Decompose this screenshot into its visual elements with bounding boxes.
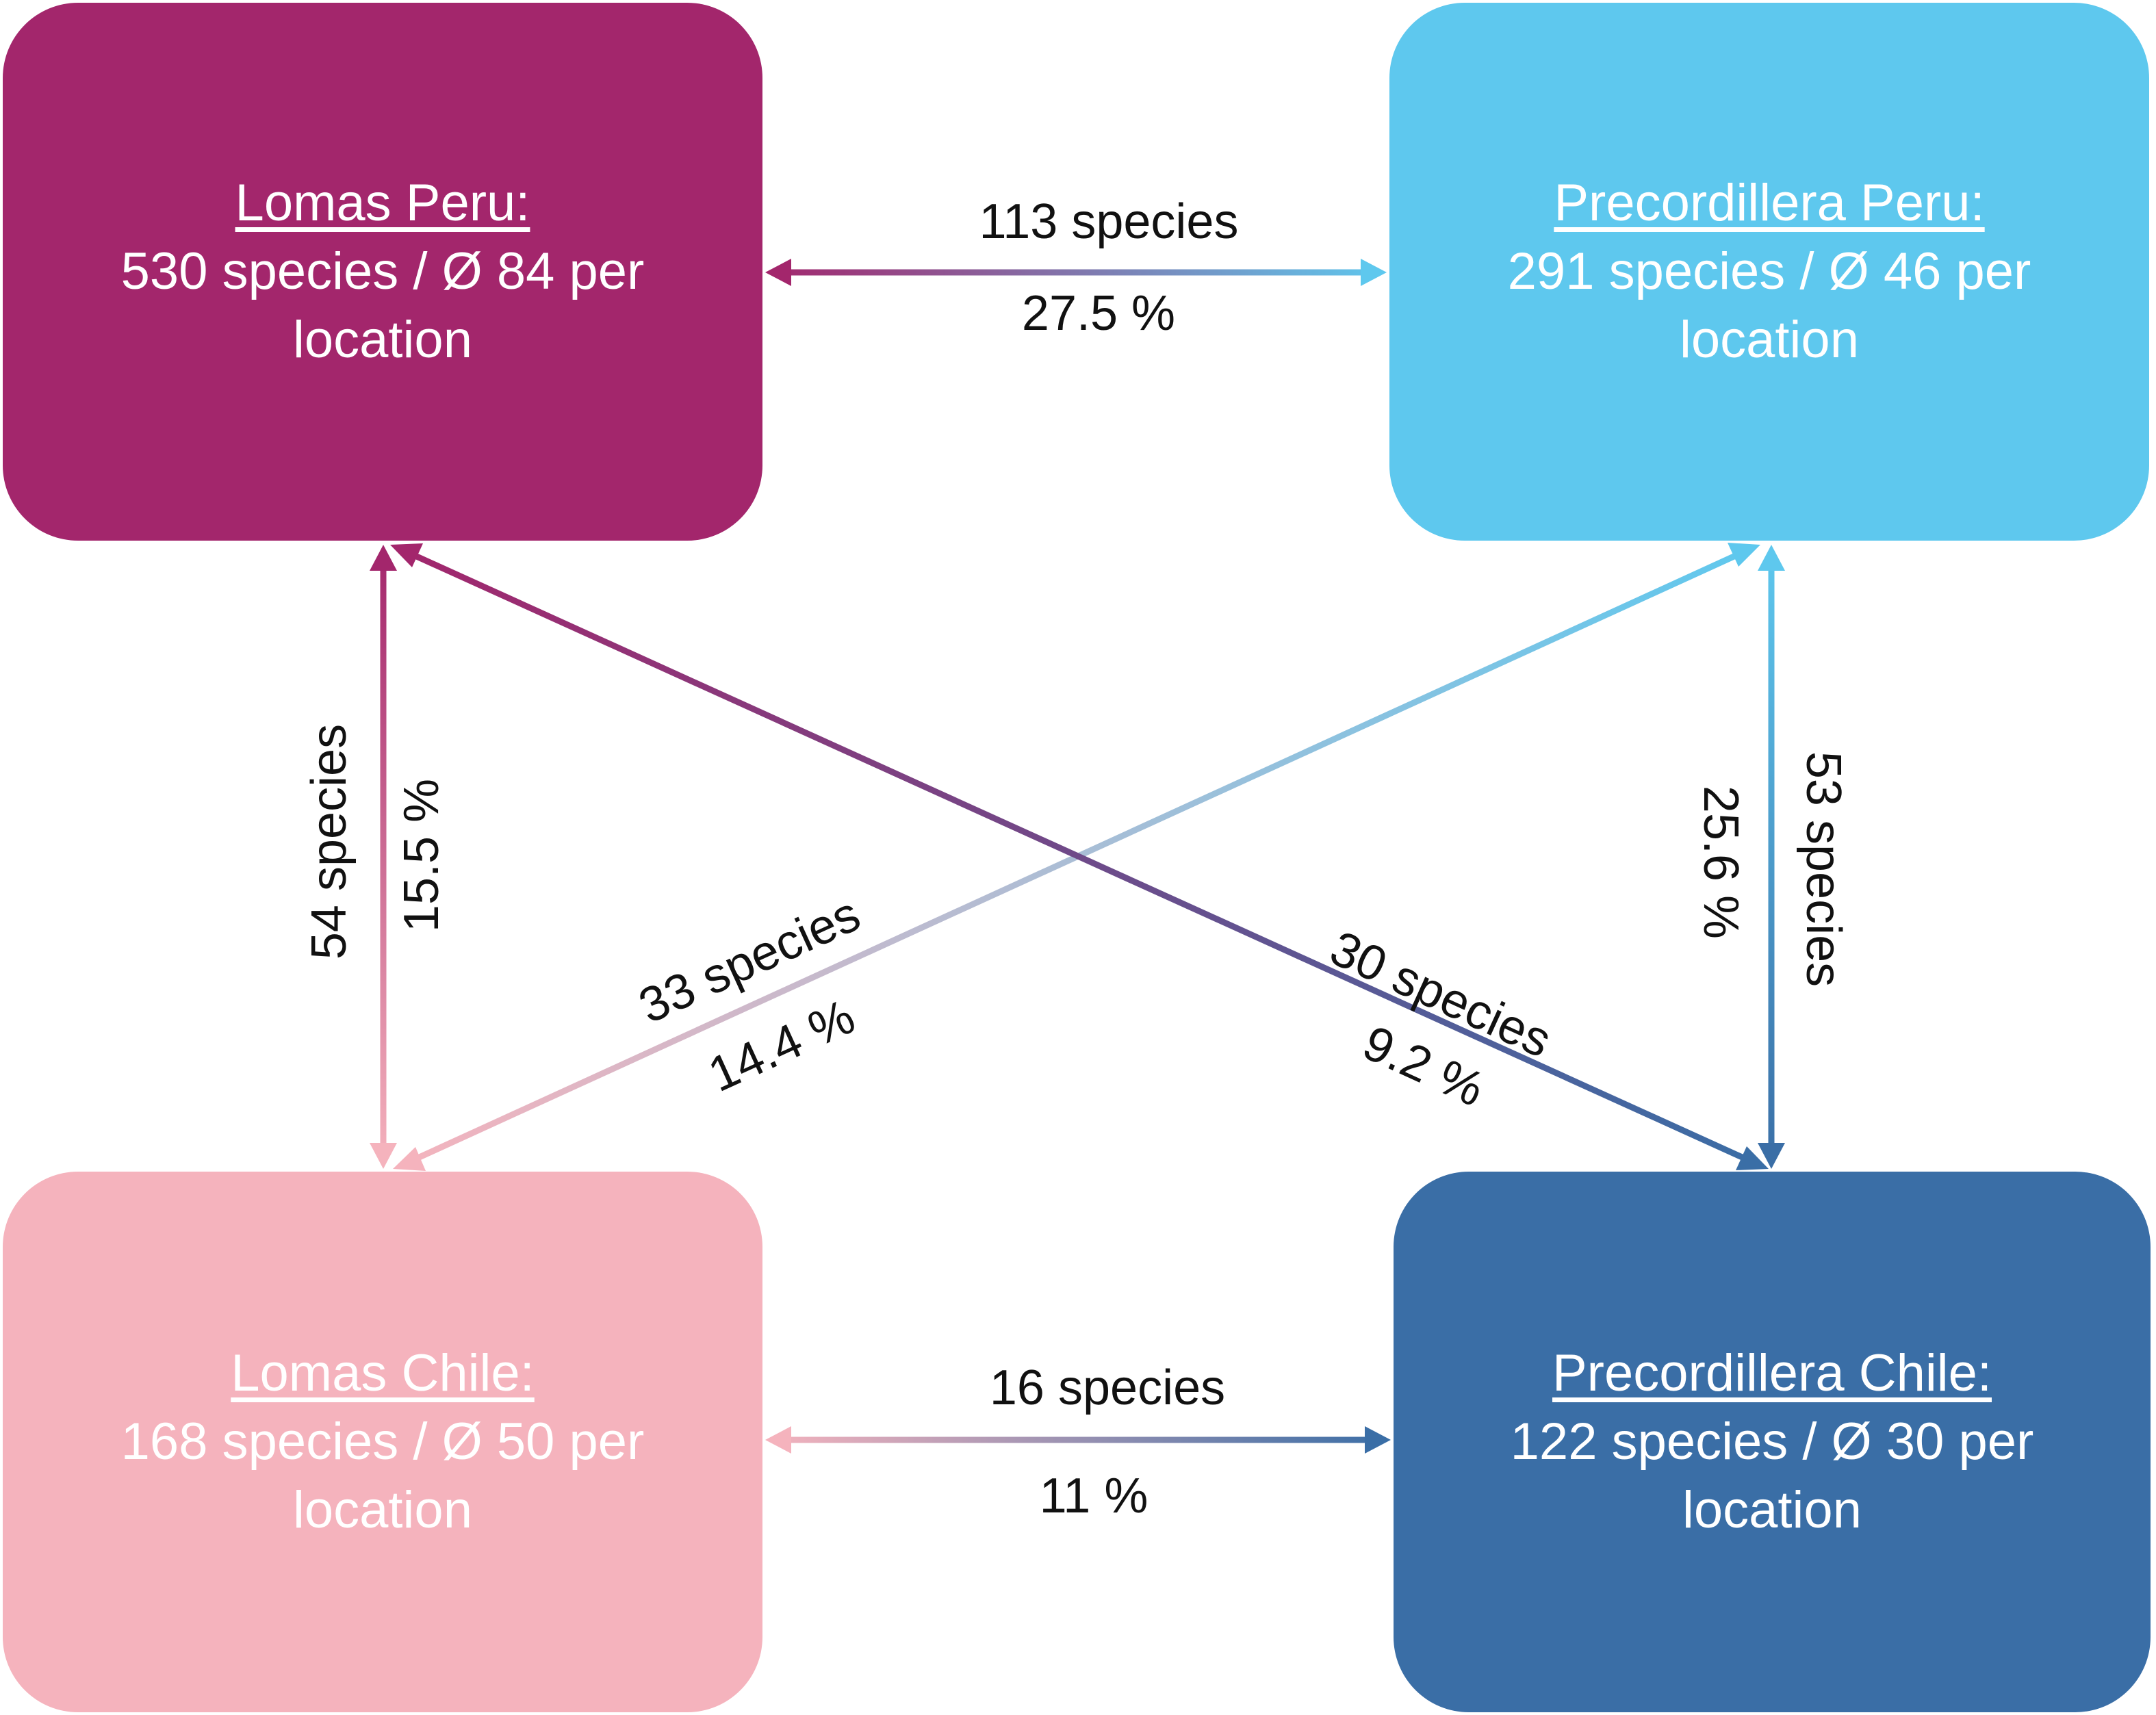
node-location-label: location	[1680, 311, 1859, 369]
link-percent-label: 27.5 %	[1022, 286, 1175, 341]
node-lomas-peru: Lomas Peru: 530 species / Ø 84 per locat…	[3, 3, 762, 541]
arrow-lomas-peru-lomas-chile	[370, 545, 397, 1169]
node-species-count: 291 species / Ø 46 per	[1507, 242, 2031, 300]
link-species-label: 113 species	[979, 194, 1239, 249]
node-location-label: location	[293, 1481, 472, 1539]
node-precordillera-peru: Precordillera Peru: 291 species / Ø 46 p…	[1389, 3, 2149, 541]
link-species-label: 16 species	[990, 1361, 1225, 1415]
link-percent-label: 15.5 %	[394, 779, 449, 932]
link-percent-label: 25.6 %	[1693, 786, 1748, 939]
arrow-lomas-chile-precordillera-chile	[765, 1426, 1391, 1454]
arrow-lomas-peru-precordillera-chile	[390, 543, 1769, 1170]
node-location-label: location	[293, 311, 472, 369]
arrow-lomas-peru-precordillera-peru	[765, 259, 1387, 286]
link-species-label: 53 species	[1796, 751, 1851, 987]
link-species-label: 54 species	[302, 724, 357, 959]
link-percent-label: 11 %	[1040, 1469, 1148, 1523]
node-lomas-chile: Lomas Chile: 168 species / Ø 50 per loca…	[3, 1172, 762, 1712]
node-species-count: 122 species / Ø 30 per	[1510, 1413, 2034, 1471]
node-location-label: location	[1682, 1481, 1862, 1539]
link-percent-label: 14.4 %	[700, 989, 862, 1102]
node-species-count: 530 species / Ø 84 per	[120, 242, 645, 300]
node-title: Lomas Peru:	[235, 174, 530, 232]
arrow-precordillera-peru-precordillera-chile	[1758, 545, 1785, 1169]
node-title: Lomas Chile:	[231, 1344, 535, 1402]
node-precordillera-chile: Precordillera Chile: 122 species / Ø 30 …	[1394, 1172, 2151, 1712]
node-title: Precordillera Peru:	[1554, 174, 1985, 232]
node-species-count: 168 species / Ø 50 per	[120, 1413, 645, 1471]
node-title: Precordillera Chile:	[1552, 1344, 1992, 1402]
